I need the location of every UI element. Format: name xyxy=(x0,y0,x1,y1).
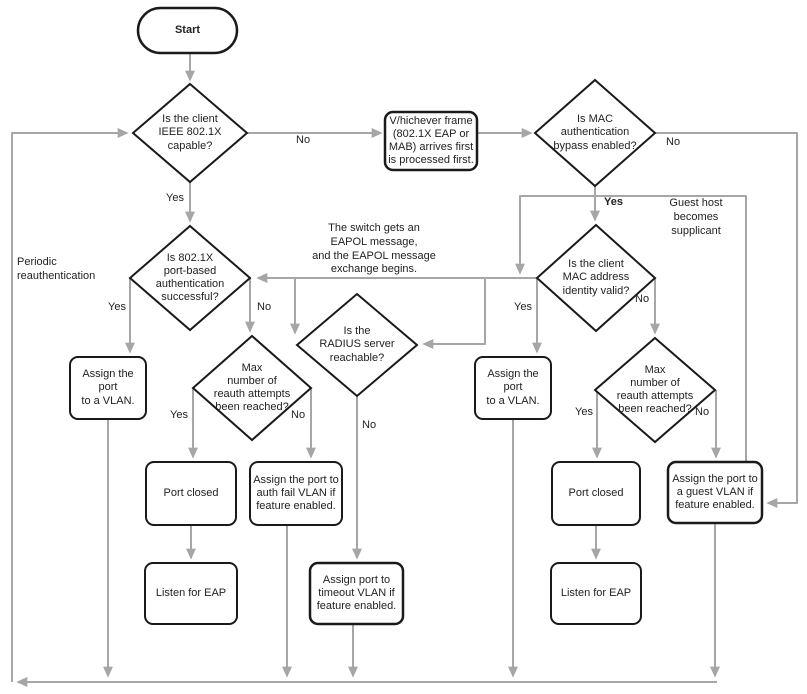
shape-decision-port-auth xyxy=(128,224,252,332)
shape-process-port-closed-left xyxy=(145,461,237,526)
shape-process-assign-vlan-left xyxy=(69,356,147,420)
shape-process-whichever-frame xyxy=(383,110,479,172)
shape-process-assign-vlan-right xyxy=(474,356,552,420)
shape-process-listen-eap-left xyxy=(144,562,238,625)
shape-decision-max-reauth-left xyxy=(191,334,313,442)
annotation-guest-host-supplicant: Guest host becomes supplicant xyxy=(669,197,723,237)
edge-label-reauth-right-no: No xyxy=(695,406,710,418)
node-port-closed-left: Port closed xyxy=(163,486,219,499)
shape-decision-mac-identity xyxy=(535,223,657,333)
node-mac-identity-valid: Is the client MAC address identity valid… xyxy=(562,258,630,297)
shape-process-timeout-vlan xyxy=(308,561,405,626)
edges xyxy=(11,53,798,687)
edge-label-identity-yes: Yes xyxy=(514,301,532,313)
annotation-periodic-reauthentication: Periodic reauthentication xyxy=(17,256,96,282)
edge-guest-supplicant-return xyxy=(515,195,747,462)
shape-decision-max-reauth-right xyxy=(593,336,717,444)
node-whichever-frame: V/hichever frame (802.1X EAP or MAB) arr… xyxy=(388,114,474,167)
node-port-closed-right: Port closed xyxy=(568,486,624,499)
node-auth-fail-vlan: Assign the port to auth fail VLAN if fea… xyxy=(253,473,339,513)
node-assign-vlan-right: Assign the port to a VLAN. xyxy=(486,368,540,407)
annotation-eapol-exchange: The switch gets an EAPOL message, and th… xyxy=(312,222,436,276)
node-timeout-vlan: Assign port to timeout VLAN if feature e… xyxy=(316,573,397,613)
shape-process-port-closed-right xyxy=(551,461,641,526)
edge-label-radius-no: No xyxy=(362,419,377,431)
edge-label-capable-yes: Yes xyxy=(166,192,184,204)
node-max-reauth-right: Max number of reauth attempts been reach… xyxy=(616,363,694,416)
shape-process-listen-eap-right xyxy=(550,562,642,625)
shape-process-auth-fail-vlan xyxy=(249,461,343,526)
edge-label-mab-no: No xyxy=(666,136,681,148)
shape-process-guest-vlan xyxy=(666,460,764,525)
edge-periodic-loop-to-capable xyxy=(11,128,129,682)
shape-decision-mab-enabled xyxy=(533,78,657,188)
node-radius-reachable: Is the RADIUS server reachable? xyxy=(319,325,395,364)
node-start: Start xyxy=(174,23,201,36)
edge-branch-to-radius-right xyxy=(422,278,486,349)
shape-decision-client-capable xyxy=(131,82,249,184)
shapes xyxy=(69,6,764,626)
node-port-auth-success: Is 802.1X port-based authentication succ… xyxy=(155,251,225,304)
shape-start-terminator xyxy=(136,6,239,55)
edge-label-reauth-left-no: No xyxy=(291,409,306,421)
node-listen-eap-right: Listen for EAP xyxy=(560,586,632,599)
node-guest-vlan: Assign the port to a guest VLAN if featu… xyxy=(672,472,758,512)
node-listen-eap-left: Listen for EAP xyxy=(155,586,227,599)
edge-label-mab-yes: Yes xyxy=(604,196,623,208)
edge-label-auth-no: No xyxy=(257,301,272,313)
edge-label-auth-yes: Yes xyxy=(108,301,126,313)
edge-label-identity-no: No xyxy=(635,293,650,305)
node-max-reauth-left: Max number of reauth attempts been reach… xyxy=(213,361,291,414)
node-assign-vlan-left: Assign the port to a VLAN. xyxy=(81,368,135,407)
shape-decision-radius-reachable xyxy=(295,292,419,398)
edge-mab-no-to-guest-vlan xyxy=(655,132,798,508)
edge-label-capable-no: No xyxy=(296,134,311,146)
edge-label-reauth-right-yes: Yes xyxy=(575,406,593,418)
edge-label-reauth-left-yes: Yes xyxy=(170,409,188,421)
node-client-capable: Is the client IEEE 802.1X capable? xyxy=(158,113,222,152)
node-mab-enabled: Is MAC authentication bypass enabled? xyxy=(553,113,637,152)
